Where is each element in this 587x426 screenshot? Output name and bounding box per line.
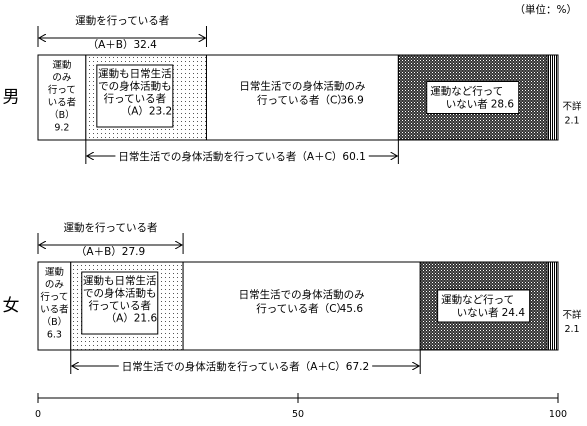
segment-value-B: 6.3	[47, 330, 62, 341]
segment-value-C: 36.9	[340, 95, 363, 107]
segment-value-unknown: 2.1	[564, 324, 579, 335]
segment-label-box-none	[437, 289, 531, 323]
bar-segment-unknown	[546, 54, 559, 141]
segment-value-none: 28.6	[491, 99, 515, 111]
segment-label-box-A	[81, 271, 159, 335]
segment-label-none: 運動など行っていない者	[430, 85, 503, 111]
x-tick-label: 50	[292, 409, 304, 420]
segment-label-none: 運動など行っていない者	[441, 293, 514, 319]
category-label: 女	[3, 296, 20, 316]
annotation-value-ab: （A＋B）32.4	[88, 39, 158, 51]
segment-label-unknown: 不詳	[562, 101, 582, 113]
category-label: 男	[3, 88, 20, 108]
annotation-label-ac: 日常生活での身体活動を行っている者（A＋C）60.1	[118, 150, 365, 163]
segment-value-A: 21.6	[134, 313, 158, 325]
segment-value-A: 23.2	[149, 106, 172, 118]
bar-segment-C	[205, 54, 399, 141]
segment-label-box-none	[426, 81, 520, 114]
annotation-label-bg	[115, 150, 369, 163]
segment-value-B: 9.2	[54, 123, 69, 134]
bar-segment-C	[182, 261, 421, 351]
annotation-label-bg	[118, 360, 373, 373]
segment-value-none: 24.4	[502, 307, 526, 319]
segment-label-A: 運動も日常生活での身体活動も行っている者（A）	[83, 274, 157, 325]
x-tick-label: 100	[549, 409, 567, 420]
annotation-label-ac: 日常生活での身体活動を行っている者（A＋C）67.2	[122, 360, 369, 373]
segment-label-B: 運動のみ行っている者（B）	[48, 60, 77, 121]
annotation-label-ab: 運動を行っている者	[64, 221, 158, 234]
segment-label-C: 日常生活での身体活動のみ行っている者（C）	[239, 288, 365, 315]
bar-segment-unknown	[546, 261, 559, 351]
segment-label-B: 運動のみ行っている者（B）	[40, 267, 69, 328]
x-tick-label: 0	[35, 409, 41, 420]
segment-value-C: 45.6	[340, 303, 364, 315]
segment-label-box-A	[96, 64, 174, 128]
annotation-value-ab: （A＋B）27.9	[76, 246, 145, 258]
segment-label-unknown: 不詳	[562, 309, 582, 321]
unit-label: （単位：%）	[514, 4, 577, 16]
segment-value-unknown: 2.1	[564, 116, 579, 127]
annotation-label-ab: 運動を行っている者	[75, 14, 169, 27]
segment-label-C: 日常生活での身体活動のみ行っている者（C）	[239, 80, 365, 107]
bar-segment-B	[37, 261, 72, 351]
segment-label-A: 運動も日常生活での身体活動も行っている者（A）	[98, 67, 172, 118]
